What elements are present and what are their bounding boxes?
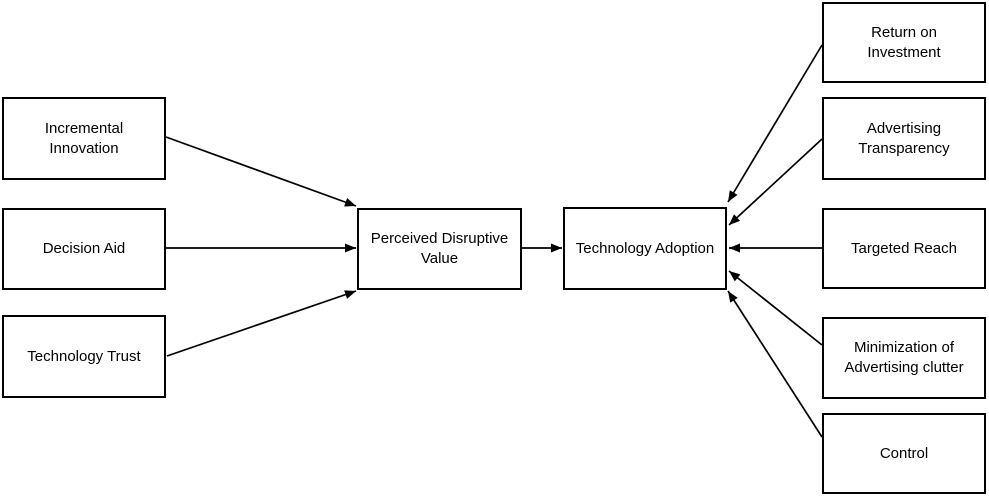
node-perceived-disruptive-value: Perceived Disruptive Value <box>357 208 522 290</box>
node-label: Minimization of Advertising clutter <box>844 339 964 376</box>
node-label: Decision Aid <box>42 240 126 257</box>
node-label: Control <box>879 444 929 462</box>
edge-incremental-innovation-to-pdv <box>165 136 357 207</box>
node-decision-aid: Decision Aid <box>2 208 166 290</box>
edge-advertising-transparency-to-technology-adoption <box>728 138 823 226</box>
node-label: Targeted Reach <box>851 239 957 257</box>
node-technology-trust: Technology Trust <box>2 315 166 398</box>
edge-control-to-technology-adoption <box>727 290 823 438</box>
node-label: Advertising Transparency <box>858 119 950 157</box>
node-control: Control <box>822 413 986 494</box>
node-technology-adoption: Technology Adoption <box>563 207 727 290</box>
node-label: Incremental Innovation <box>44 119 124 157</box>
edge-minimization-of-advertising-clutter-to-technology-adoption <box>728 270 823 346</box>
node-minimization-of-advertising-clutter: Minimization of Advertising clutter <box>822 317 986 399</box>
node-label: Technology Trust <box>27 347 141 365</box>
node-targeted-reach: Targeted Reach <box>822 208 986 289</box>
edge-technology-trust-to-pdv <box>166 290 357 357</box>
node-label: Technology Adoption <box>575 239 715 257</box>
node-incremental-innovation: Incremental Innovation <box>2 97 166 180</box>
node-return-on-investment: Return on Investment <box>822 2 986 83</box>
node-advertising-transparency: Advertising Transparency <box>822 97 986 180</box>
node-label: Return on Investment <box>867 23 941 61</box>
node-label: Perceived Disruptive Value <box>370 230 509 267</box>
edge-return-on-investment-to-technology-adoption <box>727 44 823 203</box>
